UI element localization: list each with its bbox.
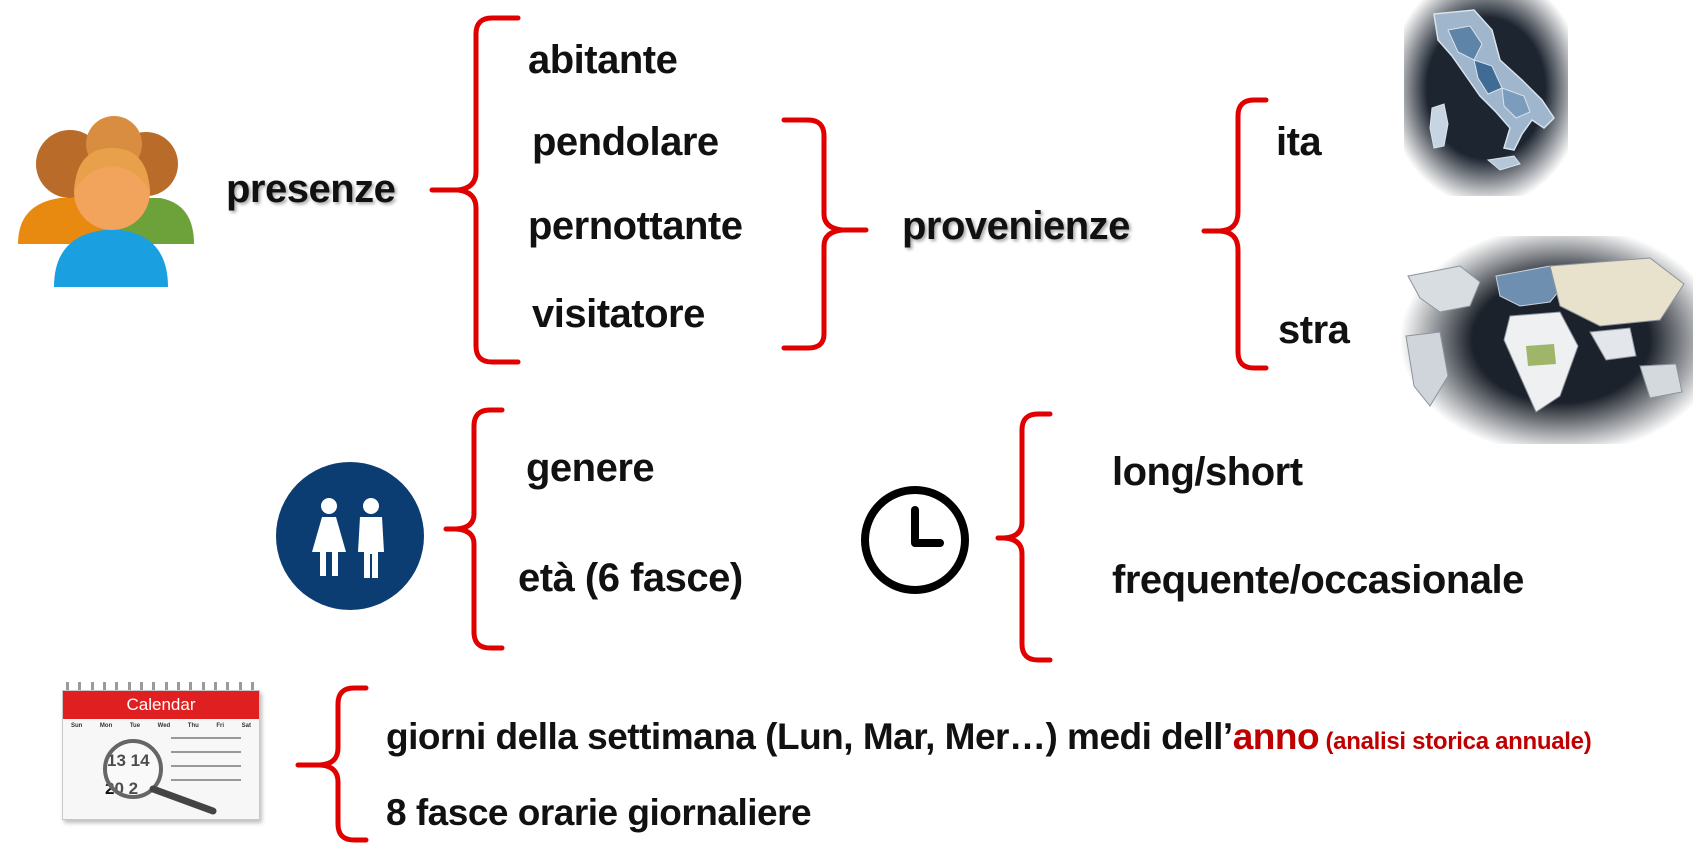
- time-long-short: long/short: [1112, 450, 1303, 494]
- demographic-eta: età (6 fasce): [518, 556, 743, 600]
- provenienze-bracket: [1201, 97, 1269, 371]
- calendar-line-1-accent: anno: [1232, 716, 1320, 757]
- calendar-icon: Calendar Sun Mon Tue Wed Thu Fri Sat 13 …: [56, 678, 264, 824]
- calendar-day: 13: [107, 751, 126, 770]
- demographic-genere: genere: [526, 446, 655, 490]
- calendar-bracket: [295, 685, 369, 843]
- clock-icon: [858, 484, 972, 596]
- magnifier-icon: [103, 737, 241, 815]
- calendar-line-1-note: (analisi storica annuale): [1319, 728, 1592, 755]
- time-frequency: frequente/occasionale: [1112, 558, 1524, 602]
- people-group-icon: [8, 112, 194, 287]
- weekday: Tue: [129, 723, 141, 729]
- gender-icon: [276, 462, 424, 610]
- calendar-day: 2: [129, 779, 138, 798]
- calendar-line-1: giorni della settimana (Lun, Mar, Mer…) …: [386, 716, 1592, 757]
- world-map-icon: [1400, 236, 1693, 444]
- types-closing-bracket: [781, 117, 869, 351]
- presence-type-pernottante: pernottante: [528, 204, 743, 248]
- calendar-day: 14: [131, 751, 150, 770]
- time-bracket: [995, 411, 1053, 663]
- calendar-line-2: 8 fasce orarie giornaliere: [386, 792, 812, 833]
- weekday: Mon: [99, 723, 113, 729]
- presence-type-abitante: abitante: [528, 38, 678, 82]
- demographics-bracket: [443, 407, 505, 651]
- presenze-label: presenze: [226, 167, 396, 211]
- weekday: Sat: [241, 723, 251, 729]
- weekday: Wed: [157, 723, 171, 729]
- origin-stra: stra: [1278, 308, 1350, 352]
- weekday: Sun: [71, 723, 83, 729]
- italy-map-icon: [1404, 0, 1568, 196]
- presenze-bracket: [429, 15, 521, 365]
- provenienze-label: provenienze: [902, 204, 1130, 248]
- origin-ita: ita: [1276, 120, 1322, 164]
- calendar-line-1-main: giorni della settimana (Lun, Mar, Mer…) …: [386, 716, 1233, 757]
- weekday: Fri: [216, 723, 225, 729]
- weekday: Thu: [187, 723, 199, 729]
- presence-type-pendolare: pendolare: [532, 120, 719, 164]
- calendar-header: Calendar: [63, 691, 259, 719]
- presence-type-visitatore: visitatore: [532, 292, 705, 336]
